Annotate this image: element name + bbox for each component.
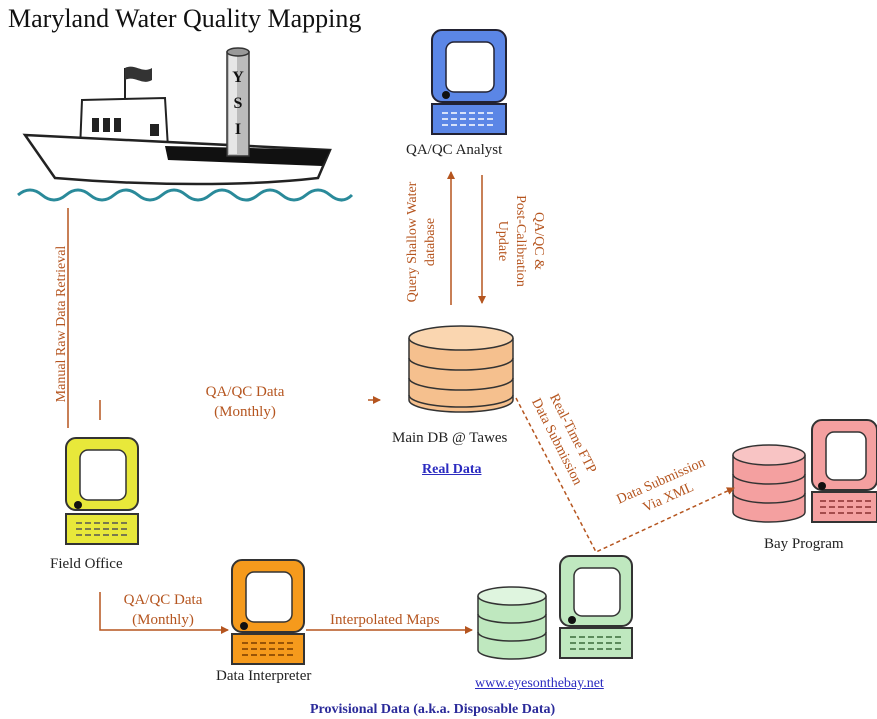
qaqc-monthly-bottom-line-2: (Monthly) [132,612,194,628]
bay-program-label: Bay Program [764,536,844,552]
diagram-title: Maryland Water Quality Mapping [8,4,362,33]
website-database-icon [477,586,547,660]
bay-program-computer-icon [811,419,877,523]
qaqc-monthly-bottom-line-1: QA/QC Data [123,592,203,608]
qaqc-monthly-top-label: QA/QC Data (Monthly) [190,382,300,422]
provisional-data-label: Provisional Data (a.k.a. Disposable Data… [310,702,556,717]
real-data-link[interactable]: Real Data [422,462,482,477]
data-interpreter-label: Data Interpreter [216,668,312,684]
field-office-computer-icon [65,437,139,545]
qa-analyst-computer-icon [431,29,507,135]
qaqc-monthly-bottom-arrow [99,592,229,634]
query-shallow-label: Query Shallow Water database [404,172,440,312]
main-db-label: Main DB @ Tawes [392,430,508,446]
bay-program-database-icon [732,444,806,523]
main-db-database-icon [408,325,514,413]
qaqc-update-line-3: Update [495,220,510,262]
ysi-letter-i: I [235,121,241,138]
qaqc-monthly-bottom-label: QA/QC Data (Monthly) [108,590,218,630]
qa-analyst-label: QA/QC Analyst [406,142,503,158]
query-shallow-line-1: Query Shallow Water [405,181,420,303]
data-interpreter-computer-icon [231,559,305,665]
ysi-letter-s: S [234,95,243,112]
boat-icon: Y S I [17,47,354,202]
website-link[interactable]: www.eyesonthebay.net [475,676,604,691]
qaqc-update-label: QA/QC & Post-Calibration Update [493,171,547,311]
qaqc-update-line-2: Post-Calibration [513,195,528,287]
website-computer-icon [559,555,633,659]
manual-retrieval-label: Manual Raw Data Retrieval [54,245,69,403]
interpolated-maps-label: Interpolated Maps [330,612,440,628]
qaqc-monthly-top-line-2: (Monthly) [214,404,276,420]
field-office-label: Field Office [50,556,123,572]
qaqc-monthly-top-line-1: QA/QC Data [205,384,285,400]
qaqc-update-line-1: QA/QC & [531,212,546,270]
ysi-letter-y: Y [232,69,244,86]
query-shallow-line-2: database [423,217,438,267]
realtime-xml-arrow [515,397,735,553]
